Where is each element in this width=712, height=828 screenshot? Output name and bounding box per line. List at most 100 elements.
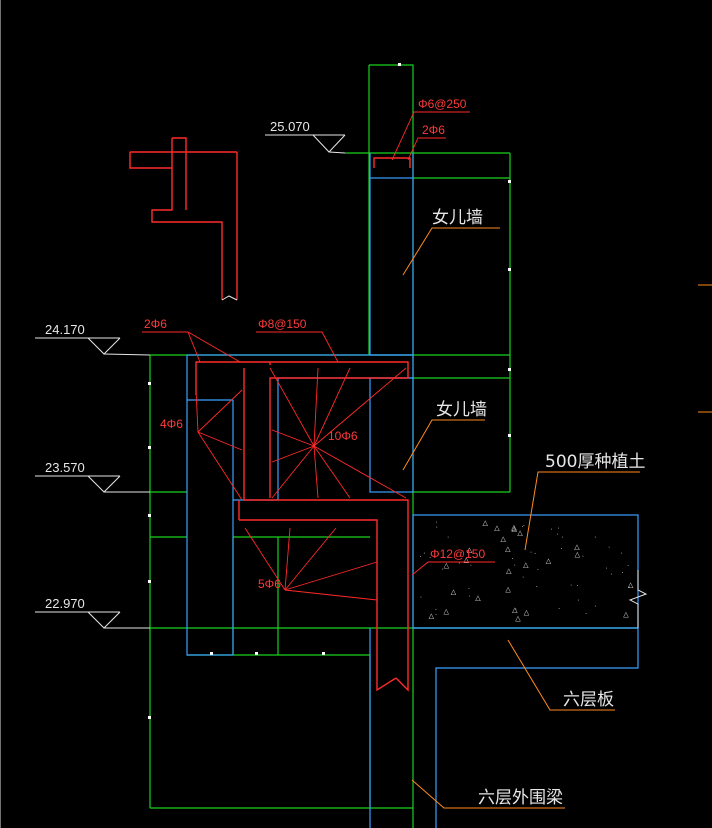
soil-particle: △: [464, 557, 470, 564]
soil-particle: ·: [610, 571, 612, 578]
soil-particle: ·: [556, 531, 558, 538]
soil-particle: △: [515, 616, 521, 623]
callout-leaders: [402, 227, 640, 809]
soil-particle: △: [517, 530, 523, 537]
soil-particle: ·: [530, 549, 532, 556]
callout-slab: 六层板: [563, 690, 614, 710]
fan-line: [269, 367, 315, 447]
elevation-marker-25070: [265, 134, 346, 154]
rebar-label-upper-beam-bars: 2Φ6: [144, 317, 167, 331]
callout-perimeter-beam: 六层外围梁: [478, 788, 563, 808]
soil-particle: △: [429, 613, 435, 620]
elevation-marker-24170: [35, 337, 151, 356]
rebar-label-left-bars: 4Φ6: [160, 417, 183, 431]
soil-particle: ·: [523, 522, 525, 529]
soil-particle: △: [574, 544, 580, 551]
soil-particle: ·: [522, 524, 524, 531]
soil-particle: △: [505, 587, 511, 594]
soil-particle: ·: [429, 555, 431, 562]
elevation-markers: [35, 134, 346, 629]
leader-top-stirrup: [391, 111, 470, 161]
soil-particle: ·: [435, 519, 437, 526]
soil-particle: △: [505, 546, 511, 553]
soil-particle: ·: [468, 593, 470, 600]
soil-particle: △: [467, 547, 473, 554]
soil-particle: ·: [605, 565, 607, 572]
soil-particle: ·: [557, 525, 559, 532]
parapet-wall-hatched-upper: [369, 177, 414, 356]
soil-particle: ·: [608, 544, 610, 551]
leader-perimeter-beam: [411, 779, 565, 809]
leader-upper-bars-b: [187, 331, 201, 363]
soil-particle: ·: [436, 524, 438, 531]
soil-particle: ·: [470, 562, 472, 569]
soil-particle: ·: [511, 556, 513, 563]
soil-particle: ·: [594, 603, 596, 610]
soil-particle: △: [512, 526, 518, 533]
upper-stirrup: [195, 361, 409, 498]
upper-beam-outline: [187, 354, 414, 501]
elevation-label-24170: 24.170: [45, 322, 85, 337]
soil-particle: ·: [536, 584, 538, 591]
soil-particle: ·: [627, 563, 629, 570]
soil-particle: ·: [585, 610, 587, 617]
soil-particle: ·: [558, 606, 560, 613]
fan-line: [313, 367, 351, 447]
blue-concrete: [186, 153, 648, 828]
soil-particle: ·: [420, 554, 422, 561]
leader-slab: [507, 639, 615, 711]
soil-particle: ·: [582, 553, 584, 560]
soil-particle: ·: [447, 534, 449, 541]
soil-particle: △: [494, 525, 500, 532]
fan-line: [313, 445, 351, 499]
soil-particle: △: [501, 536, 507, 543]
vertical-bar-main: [243, 368, 409, 692]
soil-particle: △: [444, 609, 450, 616]
parapet-outline-right: [369, 64, 414, 828]
soil-particle: ·: [562, 534, 564, 541]
leader-parapet-upper: [402, 227, 500, 276]
fan-line: [271, 429, 315, 447]
soil-particle: △: [475, 595, 481, 602]
detail-bar-hook: [151, 138, 223, 300]
fan-line: [313, 445, 407, 499]
soil-particle: △: [483, 520, 489, 527]
rebar-label-upper-stirrup: Φ8@150: [258, 317, 307, 331]
soil-particle: ·: [441, 566, 443, 573]
soil-particle: ·: [515, 606, 517, 613]
soil-particle: △: [451, 589, 457, 596]
soil-particle: ·: [423, 550, 425, 557]
fan-line: [284, 589, 378, 601]
cap-stirrup: [373, 157, 411, 168]
lower-bar: [239, 519, 397, 692]
soil-particle: ·: [621, 570, 623, 577]
soil-particle: ·: [537, 567, 539, 574]
soil-particle: ·: [514, 562, 516, 569]
soil-particle: △: [524, 610, 530, 617]
leader-lines: [142, 111, 495, 601]
leader-upper-stirrup: [256, 331, 339, 363]
slab-outline: [413, 627, 639, 828]
elevation-marker-23570: [35, 475, 150, 493]
fan-line: [271, 445, 315, 463]
soil-particle: ·: [420, 594, 422, 601]
detail-break: [221, 295, 238, 301]
soil-particle: △: [512, 607, 518, 614]
rebar-label-center-bars: 10Φ6: [328, 429, 358, 443]
fan-line: [313, 445, 319, 499]
soil-particle: ·: [560, 546, 562, 553]
fan-left-bars: [195, 389, 243, 501]
fan-line: [244, 527, 286, 591]
fan-line: [284, 527, 291, 591]
rebar-label-top-bars: 2Φ6: [422, 123, 445, 137]
detail-bar-vertical: [172, 137, 187, 210]
soil-particle: ·: [621, 550, 623, 557]
green-outlines: [149, 64, 638, 828]
soil-particle: △: [523, 562, 529, 569]
rebar-label-vertical-bars: Φ12@150: [430, 547, 485, 561]
detail-bar-left: [129, 152, 172, 169]
soil-particle: ·: [550, 526, 552, 533]
soil-particle: ·: [468, 586, 470, 593]
soil-particle: ·: [514, 526, 516, 533]
leader-vertical-bars: [411, 561, 495, 576]
